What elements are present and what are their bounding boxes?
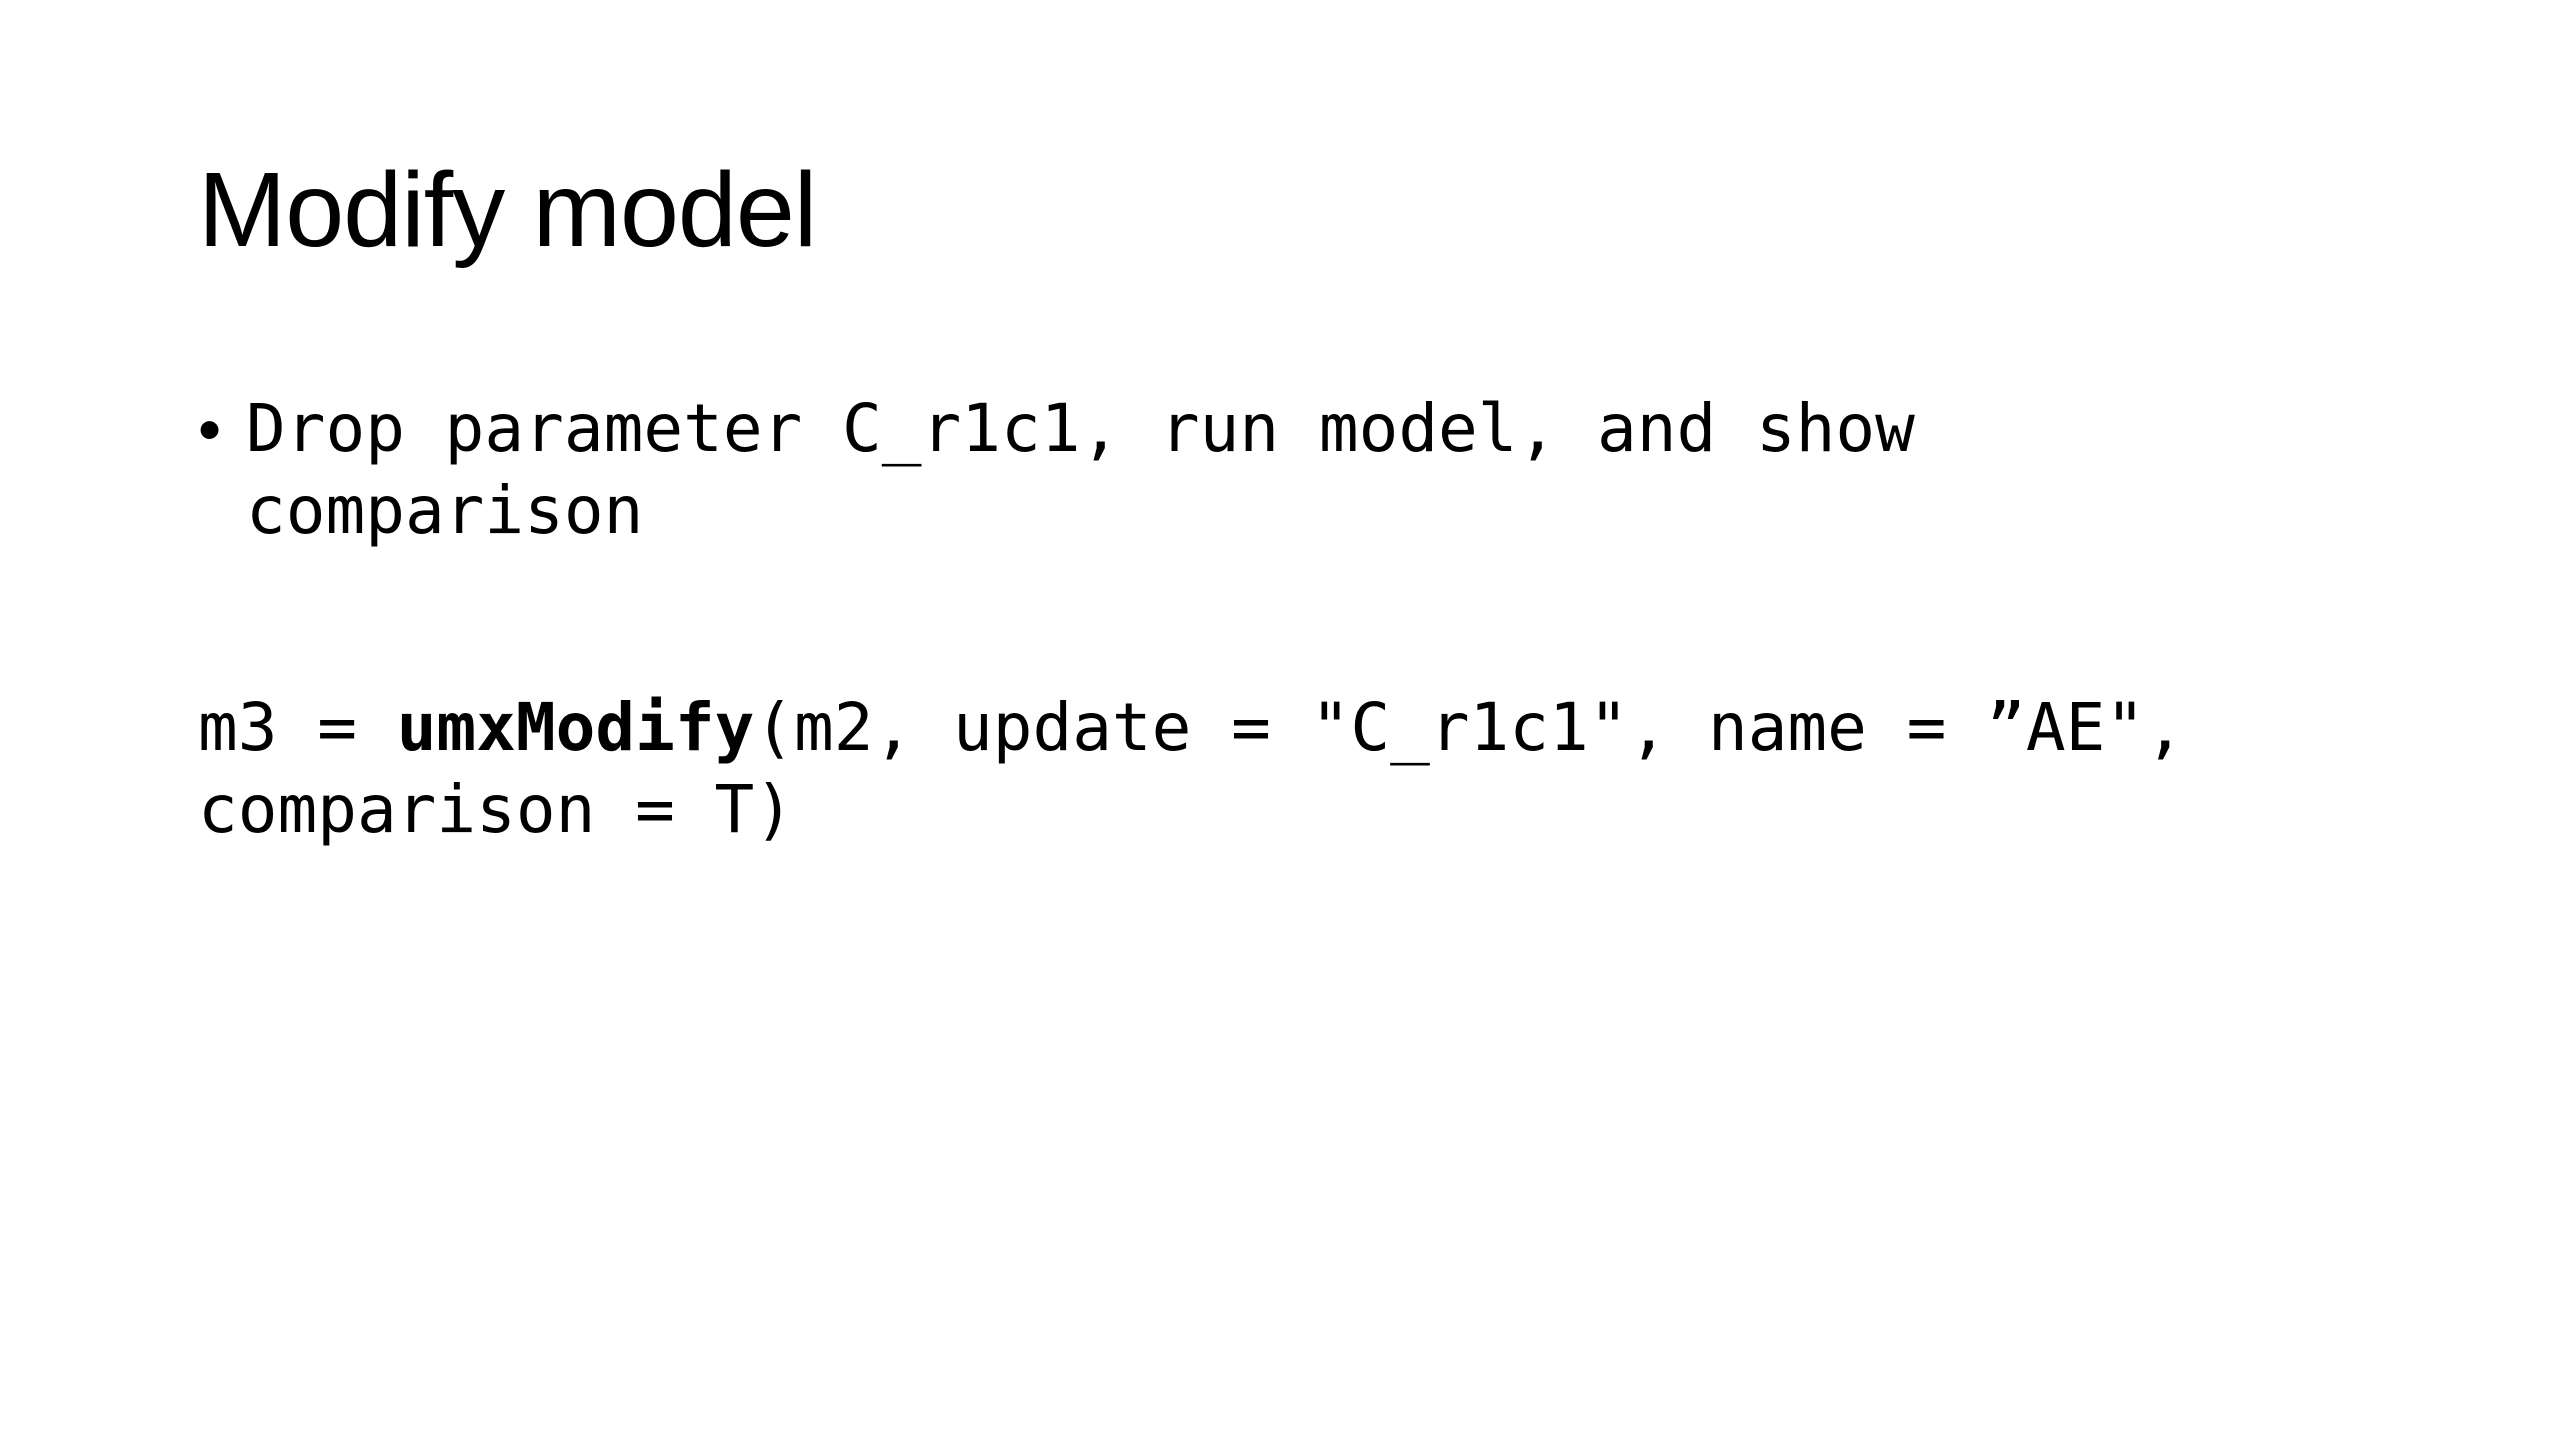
- slide-title: Modify model: [198, 151, 817, 269]
- bullet-list: • Drop parameter C_r1c1, run model, and …: [198, 388, 2198, 552]
- bullet-text: Drop parameter C_r1c1, run model, and sh…: [246, 390, 1915, 549]
- code-prefix: m3 =: [198, 689, 397, 766]
- bullet-dot-icon: •: [198, 392, 222, 466]
- code-function-name: umxModify: [396, 689, 755, 766]
- code-args-line1: (m2, update = "C_r1c1", name = ”AE",: [754, 689, 2185, 766]
- bullet-item: • Drop parameter C_r1c1, run model, and …: [198, 388, 2198, 552]
- code-args-line2: comparison = T): [198, 771, 795, 848]
- code-block: m3 = umxModify(m2, update = "C_r1c1", na…: [198, 687, 2448, 851]
